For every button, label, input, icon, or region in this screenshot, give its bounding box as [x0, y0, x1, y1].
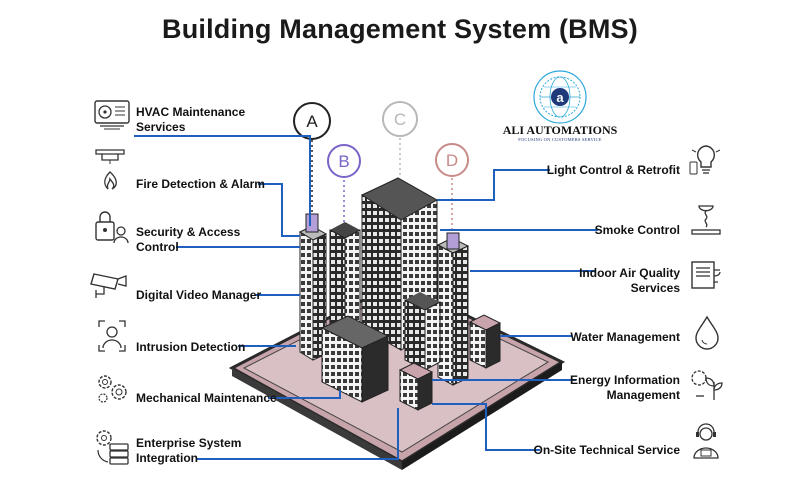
left-connectors	[134, 135, 399, 460]
zone-marker-d: D	[435, 143, 469, 177]
zone-marker-b: B	[327, 144, 361, 178]
svg-text:C: C	[394, 110, 406, 129]
svg-text:D: D	[446, 151, 458, 170]
building-cluster	[298, 177, 502, 411]
service-label-fire: Fire Detection & Alarm	[136, 177, 265, 191]
fire-alarm-icon	[95, 149, 125, 190]
svg-text:A: A	[306, 112, 318, 131]
zone-drop-lines	[311, 138, 453, 233]
technician-icon	[693, 423, 719, 459]
air-vent-icon	[691, 261, 721, 289]
service-label-water: Water Management	[570, 330, 680, 344]
service-label-intrusion: Intrusion Detection	[136, 340, 246, 354]
service-label-technical: On-Site Technical Service	[533, 443, 680, 457]
service-label-video: Digital Video Manager	[136, 288, 262, 302]
zone-marker-c: C	[382, 101, 418, 137]
smoke-icon	[691, 205, 721, 235]
hvac-unit-icon	[94, 100, 130, 130]
logo-name: ALI AUTOMATIONS	[502, 123, 618, 137]
energy-plant-icon	[691, 370, 723, 400]
water-drop-icon	[695, 315, 719, 350]
svg-text:a: a	[556, 90, 564, 105]
svg-text:B: B	[338, 152, 349, 171]
ali-automations-logo-icon: a	[533, 70, 587, 124]
light-bulb-icon	[689, 145, 721, 175]
zone-marker-a: A	[293, 102, 331, 140]
face-scan-icon	[98, 320, 126, 352]
gears-icon	[98, 375, 127, 403]
service-label-mechanical: Mechanical Maintenance	[136, 391, 277, 405]
service-label-lighting: Light Control & Retrofit	[546, 163, 680, 177]
cctv-camera-icon	[90, 273, 127, 298]
access-lock-icon	[95, 211, 129, 244]
page-title: Building Management System (BMS)	[162, 14, 638, 44]
logo-tagline: FOCUSING ON CUSTOMERS SERVICE	[518, 137, 602, 142]
service-label-smoke: Smoke Control	[594, 223, 680, 237]
server-gear-icon	[96, 430, 129, 465]
right-connectors	[432, 169, 598, 451]
